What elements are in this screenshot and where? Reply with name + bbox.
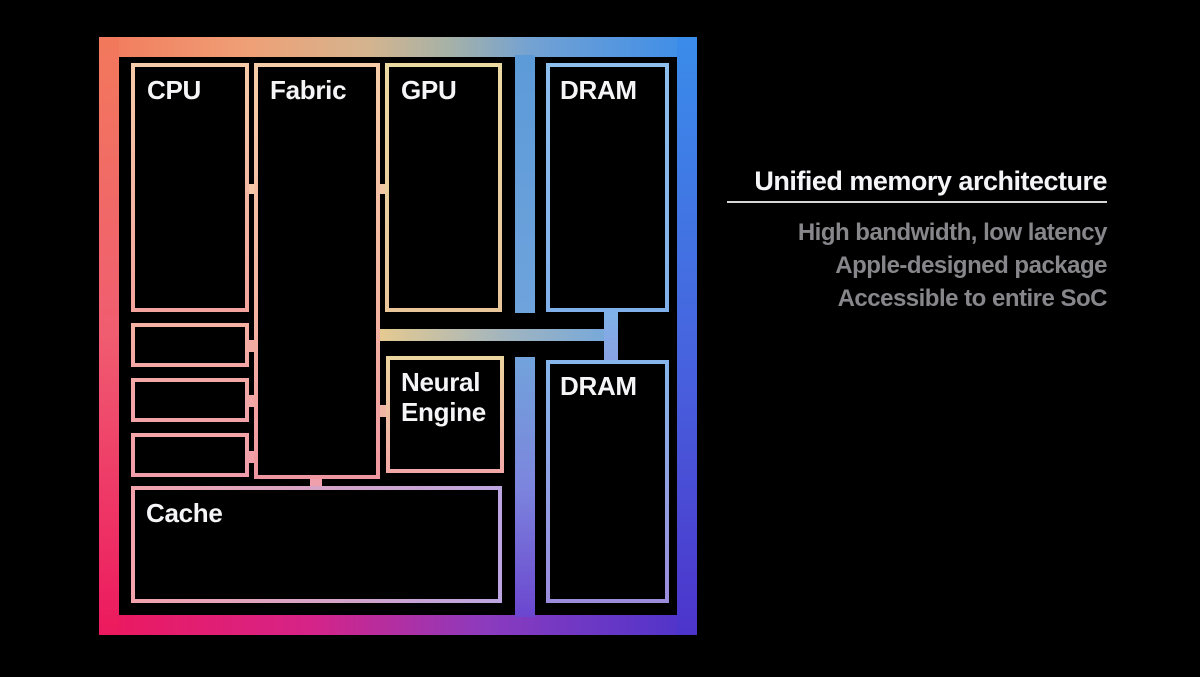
frame-right-edge [677,37,697,635]
cpu-fabric-connector [245,184,258,194]
cache-box [131,486,502,603]
fabric-label: Fabric [270,75,347,105]
frame-top-edge [99,37,697,57]
dram-dram-connector [604,308,618,364]
small-block-2 [131,378,249,422]
frame-bottom-edge [99,615,697,635]
gpu-label: GPU [401,75,457,105]
bullet-accessible-soc: Accessible to entire SoC [837,285,1108,312]
panel-title: Unified memory architecture [754,166,1107,196]
gpu-box [385,63,502,312]
cpu-label: CPU [147,75,201,105]
cpu-box [131,63,249,312]
info-panel: Unified memory architecture High bandwid… [727,165,1108,315]
package-divider-band-upper [515,55,535,313]
frame-left-edge [99,37,119,635]
package-divider-band-lower [515,357,535,617]
cache-label: Cache [146,498,223,528]
fabric-box [254,63,380,479]
dram-bottom-label: DRAM [560,371,637,401]
panel-bullet-list: High bandwidth, low latency Apple-design… [727,216,1108,315]
dram-top-box [546,63,669,312]
neural-engine-box [386,356,504,473]
fabric-gpu-connector [376,184,389,194]
dram-top-label: DRAM [560,75,637,105]
bullet-apple-designed: Apple-designed package [835,252,1107,279]
small-block-1 [131,323,249,367]
soc-architecture-diagram: CPU Fabric GPU DRAM Neural Engine DRAM C… [99,37,697,635]
memory-bus-connector [378,329,618,341]
title-underline [727,201,1107,203]
soc-diagram-graphic [99,37,697,635]
small-block-3 [131,433,249,477]
bullet-high-bandwidth: High bandwidth, low latency [797,219,1108,246]
neural-engine-label: Neural Engine [401,367,486,427]
dram-bottom-box [546,360,669,603]
